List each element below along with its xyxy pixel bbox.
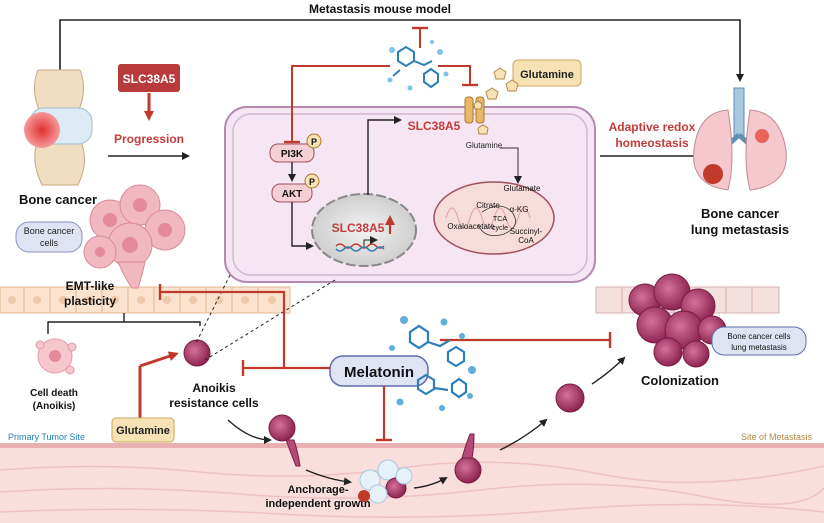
emt-label-2: plasticity [64,294,116,308]
dead-cell-icon [35,338,77,375]
zoom-line-left [194,274,231,346]
anchorage-label-2: independent growth [265,498,370,510]
svg-text:P: P [311,137,317,147]
extravasating-cell [555,383,585,413]
metastasis-site-label: Site of Metastasis [741,432,813,442]
lung-label-2: lung metastasis [691,222,789,237]
melatonin-molecules [408,324,468,399]
bone-cancer-cells-label: Bone cancer [24,226,75,236]
bone-joint-icon [24,69,93,186]
primary-site-label: Primary Tumor Site [8,432,85,442]
anoikis-label-1: Anoikis [192,381,236,395]
dna-icon [335,243,385,249]
slc38a5-transporter-label: SLC38A5 [408,119,461,133]
pi3k-phospho [306,133,322,149]
bone-lung-label-1: Bone cancer cells [727,332,790,341]
melatonin-label: Melatonin [344,364,414,381]
blood-vessel [0,443,824,523]
migrating-cell-2 [454,433,482,484]
glutamine-inside-pentagon [477,124,489,135]
inhibit-emt-line [160,290,330,370]
bone-cancer-label: Bone cancer [19,192,97,207]
title: Metastasis mouse model [309,2,451,16]
emt-label-1: EMT-like [66,279,115,293]
progression-label: Progression [114,132,184,146]
slc38a5-box [118,64,180,92]
circulating-cluster [358,459,413,504]
nucleus [311,193,417,267]
zoom-line-right [204,279,336,361]
cell-death-label-1: Cell death [30,388,78,399]
cell-death-label-2: (Anoikis) [33,401,76,412]
migrating-cell-1 [268,414,301,467]
anoikis-label-2: resistance cells [169,396,259,410]
bone-cancer-cells-label-2: cells [40,238,59,248]
colonization-label: Colonization [641,373,719,388]
anchorage-label-1: Anchorage- [287,484,348,496]
inhibit-pi3k-line [291,65,390,142]
melatonin-dots [389,316,476,411]
glutamine-pentagons [485,67,519,100]
bone-cancer-cells-badge [15,221,83,253]
melatonin-molecules-top [392,45,439,89]
citrate-label: Citrate [476,201,500,210]
pi3k-label: PI3K [281,149,304,160]
glutamine-top-box [512,59,582,87]
lung-label-1: Bone cancer [701,206,779,221]
anoikis-resistant-cell [183,339,211,367]
svg-text:P: P [309,177,315,187]
oxaloacetate-label: Oxaloacetate [447,222,495,231]
glutamate-label: Glutamate [504,184,541,193]
lungs-icon [693,87,787,191]
glutamine-bottom-box [111,417,175,443]
akt-label: AKT [282,189,303,200]
metastatic-cluster [628,273,727,368]
succinyl-label-1: Succinyl- [510,227,543,236]
inhibit-transporter-line [438,65,471,85]
metastasis-model-arrow [59,19,744,82]
succinyl-label-2: CoA [518,236,534,245]
akt-phospho [304,173,320,189]
glutamine-to-anoikis-arrow [139,351,179,368]
glutamine-top-label: Glutamine [520,69,574,81]
tumor-cell-cluster [83,184,186,289]
tca-label-2: cycle [492,225,508,232]
tca-label-1: TCA [493,216,507,223]
slc38a5-transporter [464,96,485,124]
adaptive-label-2: homeostasis [615,136,689,150]
slc38a5-box-label: SLC38A5 [123,72,176,86]
molecule-dots-top [387,40,449,91]
akg-label: α-KG [510,205,529,214]
melatonin-badge [329,355,429,387]
bone-lung-label-2: lung metastasis [731,343,787,352]
glutamine-inner-label: Glutamine [466,141,503,150]
glutamine-bottom-label: Glutamine [116,425,170,437]
slc38a5-nucleus-label: SLC38A5 [332,221,385,235]
bone-lung-badge [711,326,807,356]
nucleus-to-transporter-arrow [367,116,402,195]
adaptive-label-1: Adaptive redox [609,120,696,134]
